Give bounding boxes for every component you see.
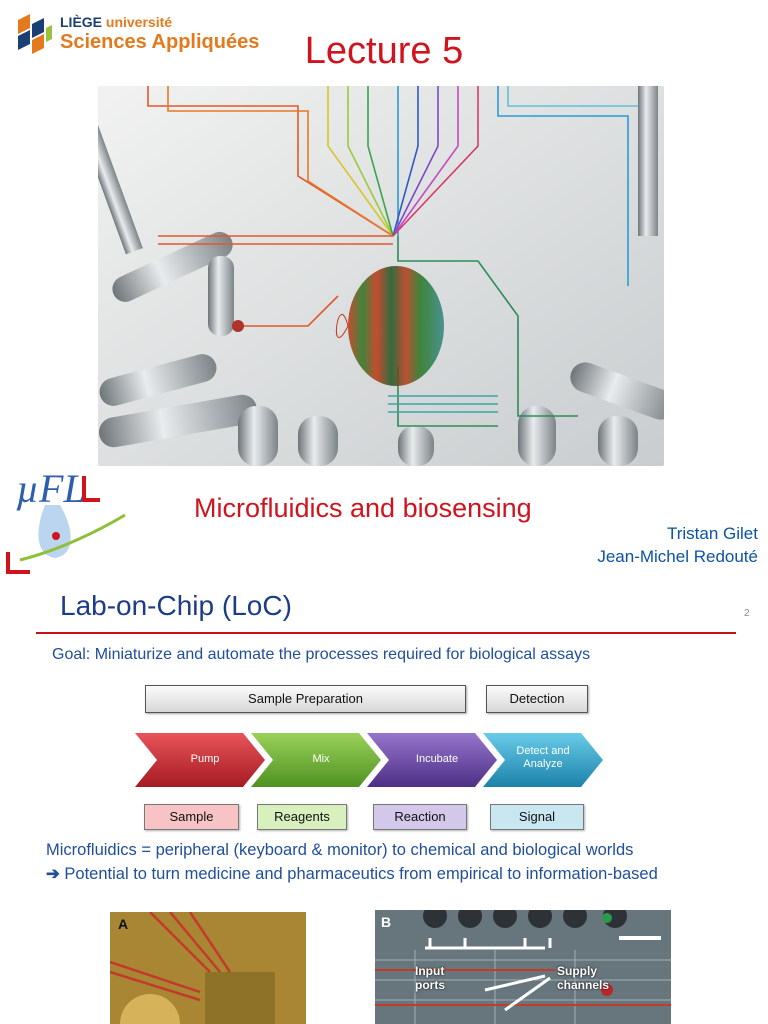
logo-liege: LIÈGE: [60, 14, 103, 30]
photo-a-letter: A: [118, 916, 129, 932]
lecture-subtitle: Microfluidics and biosensing: [194, 493, 532, 523]
potential-text: Potential to turn medicine and pharmaceu…: [59, 865, 658, 883]
uliege-logo-icon: [18, 14, 52, 54]
right-arrow-icon: ➔: [46, 865, 60, 883]
chevron-incubate: [367, 733, 497, 787]
title-divider: [36, 632, 736, 634]
author-1: Tristan Gilet: [666, 524, 758, 543]
detection-box: Detection: [486, 685, 588, 713]
page-number: 2: [744, 608, 750, 619]
photo-b-chip: B Input ports Supply channels: [375, 910, 671, 1024]
ufl-logo-text: µFL: [16, 466, 86, 511]
author-2: Jean-Michel Redouté: [597, 547, 758, 566]
logo-universite: université: [105, 14, 173, 30]
logo-faculty: Sciences Appliquées: [60, 31, 260, 53]
chevron-detect: [483, 733, 603, 787]
slide-title: Lab-on-Chip (LoC): [60, 590, 292, 621]
signal-box: Signal: [490, 804, 584, 830]
step-pump-label: Pump: [190, 753, 220, 765]
supply-channels-label: Supply channels: [557, 964, 610, 992]
reaction-box: Reaction: [373, 804, 467, 830]
uliege-logo: LIÈGE université Sciences Appliquées: [14, 14, 259, 58]
photo-a-chip: A: [110, 912, 306, 1024]
sample-preparation-box: Sample Preparation: [145, 685, 466, 713]
step-incubate-label: Incubate: [415, 753, 459, 765]
reagents-box: Reagents: [257, 804, 347, 830]
step-detect-label: Detect and Analyze: [516, 745, 570, 770]
process-flow: Pump Mix Incubate Detect and Analyze: [135, 733, 605, 787]
photo-b-letter: B: [381, 914, 392, 930]
microfluidics-definition: Microfluidics = peripheral (keyboard & m…: [46, 841, 634, 859]
lecture-title: Lecture 5: [304, 30, 464, 72]
chevron-pump: [135, 733, 265, 787]
ufl-logo: µFL: [0, 460, 130, 578]
potential-statement: ➔ Potential to turn medicine and pharmac…: [46, 864, 658, 884]
step-mix-label: Mix: [312, 753, 330, 765]
input-ports-label: Input ports: [415, 964, 445, 992]
chevron-mix: [251, 733, 381, 787]
microfluidic-chip-photo: [98, 86, 664, 466]
goal-text: Goal: Miniaturize and automate the proce…: [52, 646, 591, 663]
sample-box: Sample: [144, 804, 239, 830]
